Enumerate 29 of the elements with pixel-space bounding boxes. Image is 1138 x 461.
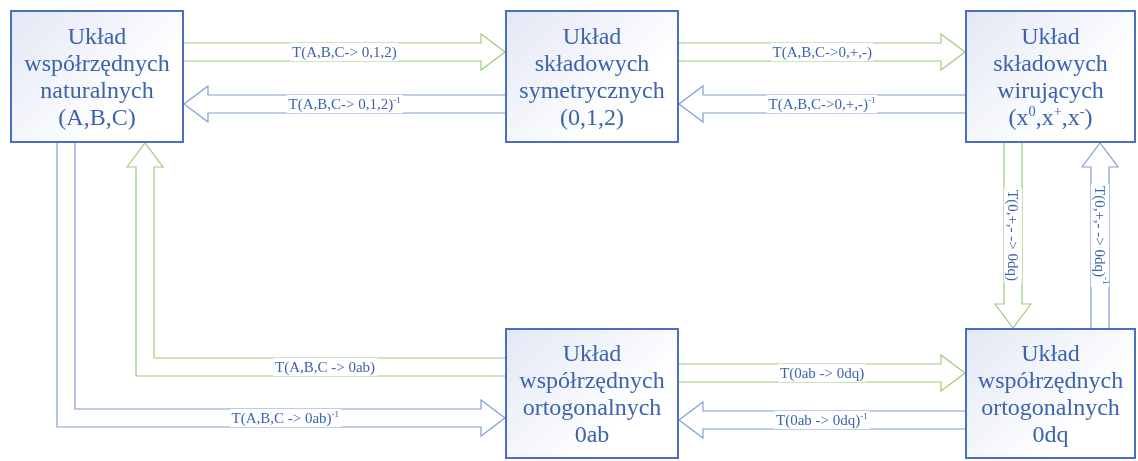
block-arrow	[678, 85, 965, 123]
edge-label: T(A,B,C->0,+,-)$^{-1}$	[766, 95, 878, 113]
edge-label: T(A,B,C -> 0ab)	[273, 358, 378, 376]
edge-label: T(A,B,C-> 0,1,2)	[290, 43, 399, 61]
edge-label: T(A,B,C -> 0ab)$^{-1}$	[229, 409, 342, 427]
block-arrow	[679, 354, 966, 392]
box-label: Układ współrzędnych naturalnych (A,B,C)	[23, 22, 171, 131]
edge-label: T(A,B,C-> 0,1,2)$^{-1}$	[286, 95, 403, 113]
box-label: Układ współrzędnych ortogonalnych 0dq	[976, 339, 1125, 448]
block-arrow	[994, 143, 1032, 329]
block-arrow	[679, 33, 966, 71]
process-box	[10, 10, 184, 143]
box-label: Układ składowych symetrycznych (0,1,2)	[518, 22, 666, 131]
edge-label: T(0,+,- -> 0dq)	[1004, 188, 1022, 284]
edge-label: T(A,B,C->0,+,-)	[770, 43, 874, 61]
block-arrow	[183, 85, 505, 123]
block-arrow	[1081, 142, 1119, 328]
box-label: Układ składowych wirujących (x$^{0}$,x$^{+}$,x$^{-}$)	[992, 22, 1109, 131]
block-arrow	[184, 33, 506, 71]
process-box	[965, 328, 1136, 459]
block-arrow	[678, 401, 965, 439]
box-label: Układ współrzędnych ortogonalnych 0ab	[518, 339, 666, 448]
process-box	[965, 10, 1136, 143]
edge-label: T(0ab -> 0dq)$^{-1}$	[774, 411, 870, 429]
block-arrow	[126, 142, 505, 377]
block-arrow	[56, 143, 506, 437]
process-box	[505, 328, 679, 459]
process-box	[505, 10, 679, 143]
edge-label: T(0ab -> 0dq)	[778, 364, 867, 382]
